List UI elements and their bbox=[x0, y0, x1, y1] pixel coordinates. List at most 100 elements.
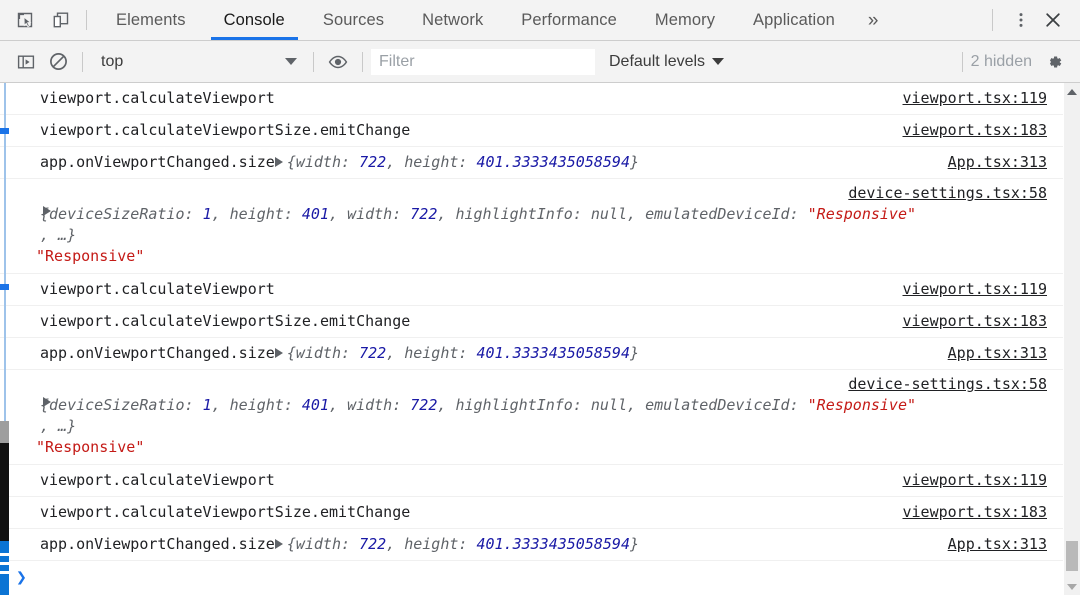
tab-memory[interactable]: Memory bbox=[636, 0, 734, 40]
expand-triangle-icon[interactable] bbox=[274, 347, 283, 358]
close-icon[interactable] bbox=[1038, 5, 1068, 35]
object-separator: , bbox=[437, 396, 447, 414]
object-open-brace: { bbox=[286, 344, 296, 362]
object-separator: , bbox=[386, 153, 396, 171]
more-tabs-label: » bbox=[867, 9, 879, 31]
scrollbar-down-arrow[interactable] bbox=[1064, 578, 1080, 595]
object-value-width: 722 bbox=[359, 344, 387, 362]
console-message[interactable]: viewport.calculateViewportSize.emitChang… bbox=[0, 305, 1063, 337]
console-source-link[interactable]: viewport.tsx:119 bbox=[902, 280, 1048, 298]
object-key-height: height: bbox=[404, 153, 468, 171]
console-source-row: device-settings.tsx:58 bbox=[0, 179, 1063, 204]
object-separator: , bbox=[329, 205, 339, 223]
expand-triangle-icon[interactable] bbox=[43, 397, 51, 407]
console-object-body: {deviceSizeRatio: 1, height: 401, width:… bbox=[0, 395, 1063, 437]
object-separator: , bbox=[437, 205, 447, 223]
scrollbar-thumb[interactable] bbox=[1066, 541, 1078, 571]
inspect-element-icon[interactable] bbox=[10, 6, 40, 34]
tab-performance[interactable]: Performance bbox=[502, 0, 636, 40]
object-key-height: height: bbox=[404, 344, 468, 362]
tab-application[interactable]: Application bbox=[734, 0, 854, 40]
devtools-tabbar: Elements Console Sources Network Perform… bbox=[0, 0, 1080, 41]
object-separator: , bbox=[329, 396, 339, 414]
object-key-deviceSizeRatio: deviceSizeRatio: bbox=[49, 396, 194, 414]
console-source-link[interactable]: App.tsx:313 bbox=[947, 535, 1047, 553]
tab-application-label: Application bbox=[753, 10, 835, 29]
console-message[interactable]: viewport.calculateViewportSize.emitChang… bbox=[0, 114, 1063, 146]
console-source-link[interactable]: viewport.tsx:183 bbox=[902, 312, 1048, 330]
console-message[interactable]: app.onViewportChanged.size{width: 722, h… bbox=[0, 528, 1063, 560]
vertical-dots-icon[interactable] bbox=[1006, 5, 1036, 35]
object-close-brace: } bbox=[630, 535, 640, 553]
gear-icon[interactable] bbox=[1038, 47, 1070, 77]
console-source-link[interactable]: viewport.tsx:183 bbox=[902, 121, 1048, 139]
console-source-link[interactable]: App.tsx:313 bbox=[947, 344, 1047, 362]
scrollbar-up-arrow[interactable] bbox=[1064, 83, 1080, 100]
console-sidebar-icon[interactable] bbox=[10, 48, 42, 76]
console-filter-bar: top Default levels 2 hidden bbox=[0, 41, 1080, 83]
chevron-down-icon bbox=[285, 58, 297, 65]
log-label: app.onViewportChanged.size bbox=[40, 153, 275, 171]
live-expression-icon[interactable] bbox=[322, 48, 354, 76]
object-open-brace: { bbox=[286, 535, 296, 553]
object-value-width: 722 bbox=[410, 205, 438, 223]
object-value-width: 722 bbox=[359, 153, 387, 171]
object-key-height: height: bbox=[229, 396, 293, 414]
object-value-emulatedDeviceId: "Responsive" bbox=[807, 205, 917, 223]
device-toolbar-icon[interactable] bbox=[46, 6, 76, 34]
object-preview-line: {deviceSizeRatio: 1, height: 401, width:… bbox=[40, 395, 1047, 416]
object-value-deviceSizeRatio: 1 bbox=[202, 396, 212, 414]
console-source-link[interactable]: App.tsx:313 bbox=[947, 153, 1047, 171]
filterbar-right: 2 hidden bbox=[954, 47, 1080, 77]
console-source-link[interactable]: viewport.tsx:183 bbox=[902, 503, 1048, 521]
object-key-width: width: bbox=[347, 205, 402, 223]
console-message[interactable]: viewport.calculateViewport viewport.tsx:… bbox=[0, 83, 1063, 114]
console-message[interactable]: device-settings.tsx:58 {deviceSizeRatio:… bbox=[0, 178, 1063, 273]
console-message-text: viewport.calculateViewport bbox=[40, 280, 275, 298]
object-separator: , bbox=[211, 205, 221, 223]
console-message[interactable]: app.onViewportChanged.size{width: 722, h… bbox=[0, 146, 1063, 178]
console-message[interactable]: app.onViewportChanged.size{width: 722, h… bbox=[0, 337, 1063, 369]
console-prompt[interactable]: ❯ bbox=[0, 560, 1063, 595]
tab-console[interactable]: Console bbox=[205, 0, 304, 40]
console-message-text: viewport.calculateViewport bbox=[40, 471, 275, 489]
tab-sources[interactable]: Sources bbox=[304, 0, 403, 40]
expand-triangle-icon[interactable] bbox=[274, 156, 283, 167]
log-levels-selector[interactable]: Default levels bbox=[609, 53, 725, 71]
console-message[interactable]: device-settings.tsx:58 {deviceSizeRatio:… bbox=[0, 369, 1063, 464]
object-key-deviceSizeRatio: deviceSizeRatio: bbox=[49, 205, 194, 223]
expand-triangle-icon[interactable] bbox=[274, 538, 283, 549]
tab-performance-label: Performance bbox=[521, 10, 617, 29]
console-source-link[interactable]: device-settings.tsx:58 bbox=[848, 375, 1047, 393]
filterbar-divider-1 bbox=[82, 51, 83, 72]
console-message[interactable]: viewport.calculateViewport viewport.tsx:… bbox=[0, 464, 1063, 496]
object-value-width: 722 bbox=[359, 535, 387, 553]
console-echo-value: "Responsive" bbox=[36, 247, 145, 265]
tab-network[interactable]: Network bbox=[403, 0, 502, 40]
tab-console-label: Console bbox=[223, 10, 285, 29]
filter-input[interactable] bbox=[371, 48, 595, 75]
console-scrollbar[interactable] bbox=[1063, 83, 1080, 595]
prompt-chevron-icon: ❯ bbox=[16, 567, 27, 588]
tab-memory-label: Memory bbox=[654, 10, 716, 29]
chevron-down-icon bbox=[712, 58, 725, 65]
expand-triangle-icon[interactable] bbox=[43, 206, 51, 216]
console-message-list[interactable]: viewport.calculateViewport viewport.tsx:… bbox=[0, 83, 1063, 595]
object-separator: , bbox=[211, 396, 221, 414]
object-open-brace: { bbox=[40, 396, 50, 414]
more-tabs-icon[interactable]: » bbox=[854, 0, 893, 40]
console-message[interactable]: viewport.calculateViewport viewport.tsx:… bbox=[0, 273, 1063, 305]
clear-console-icon[interactable] bbox=[42, 48, 74, 76]
tab-elements[interactable]: Elements bbox=[97, 0, 205, 40]
tabbar-right-icons bbox=[981, 0, 1080, 40]
object-key-height: height: bbox=[404, 535, 468, 553]
console-source-link[interactable]: viewport.tsx:119 bbox=[902, 471, 1048, 489]
console-source-link[interactable]: viewport.tsx:119 bbox=[902, 89, 1048, 107]
console-source-row: device-settings.tsx:58 bbox=[0, 370, 1063, 395]
console-message[interactable]: viewport.calculateViewportSize.emitChang… bbox=[0, 496, 1063, 528]
console-message-text: viewport.calculateViewport bbox=[40, 89, 275, 107]
execution-context-selector[interactable]: top bbox=[91, 49, 305, 75]
console-source-link[interactable]: device-settings.tsx:58 bbox=[848, 184, 1047, 202]
log-label: app.onViewportChanged.size bbox=[40, 344, 275, 362]
